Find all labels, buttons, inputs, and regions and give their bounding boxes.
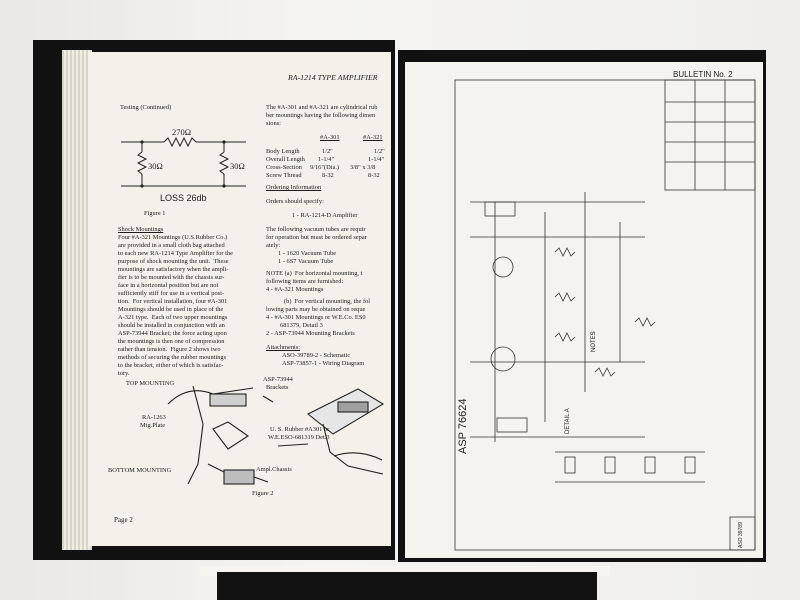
- shock-line: mountings are satisfactory when the ampl…: [118, 266, 229, 273]
- dim-value: 1-1/4": [368, 156, 385, 163]
- intro-line: The #A-301 and #A-321 are cylindrical ru…: [266, 104, 378, 111]
- attachment-item: ASP-73857-1 - Wiring Diagram: [282, 360, 365, 367]
- testing-heading: Testing (Continued): [120, 104, 172, 111]
- intro-line: sions:: [266, 120, 281, 127]
- figure2-bracket-label: ASP-73944: [263, 376, 293, 383]
- figure1-caption: Figure 1: [144, 210, 166, 217]
- ordering-line: 2 - ASP-73944 Mounting Brackets: [266, 330, 355, 337]
- figure2-plate-label: RA-1263: [142, 414, 166, 421]
- figure1-circuit: [121, 136, 246, 188]
- figure2-plate-label: Mtg.Plate: [140, 422, 166, 429]
- attachments-heading: Attachments:: [266, 344, 301, 351]
- schematic-drawing: [454, 79, 756, 551]
- dim-header-a321: #A-321: [363, 134, 383, 141]
- dim-label: Body Length: [266, 148, 300, 155]
- ordering-line: (b) For vertical mounting, the fol: [284, 298, 371, 305]
- figure2-rubber-label: U. S. Rubber #A301 or: [270, 426, 330, 433]
- ordering-line: 4 - #A-321 Mountings: [266, 286, 324, 293]
- ordering-line: The following vacuum tubes are requir: [266, 226, 366, 233]
- notes-label: NOTES: [591, 331, 597, 352]
- corner-drawing-number: ASO 39789: [738, 522, 744, 548]
- shock-line: are provided in a small cloth bag attach…: [118, 242, 225, 249]
- figure2-caption: Figure 2: [252, 490, 274, 497]
- bulletin-number: BULLETIN No. 2: [673, 70, 733, 79]
- attachment-item: ASO-39789-2 - Schematic: [282, 352, 351, 359]
- ordering-line: NOTE (a) For horizontal mounting, t: [266, 270, 363, 277]
- dim-value: 8-32: [322, 172, 334, 179]
- figure2-drawing: [167, 385, 385, 485]
- dim-value: 1/2": [322, 148, 333, 155]
- ordering-line: lowing parts may be obtained on reque: [266, 306, 366, 313]
- ordering-line: Orders should specify:: [266, 198, 324, 205]
- dim-value: 3/8" x 3/8: [350, 164, 376, 171]
- dim-value: 9/16"(Dia.): [310, 164, 340, 171]
- shock-heading: Shock Mountings: [118, 226, 164, 233]
- shock-line: rather than tension. Figure 2 shows two: [118, 346, 221, 353]
- drawing-number: ASP 76624: [457, 398, 469, 454]
- ordering-line: 1 - RA-1214-D Amplifier: [292, 212, 358, 219]
- left-page: RA-1214 TYPE AMPLIFIER Testing (Continue…: [88, 52, 391, 546]
- shock-line: the mountings is then one of compression: [118, 338, 225, 345]
- figure2-bracket-label: Brackets: [266, 384, 289, 391]
- ordering-line: ately:: [266, 242, 281, 249]
- dim-value: 1/2": [374, 148, 385, 155]
- detail-label: DETAIL A: [565, 408, 571, 434]
- shock-line: Four #A-321 Mountings (U.S.Rubber Co.): [118, 234, 228, 241]
- shock-line: to each new RA-1214 Type Amplifier for t…: [118, 250, 233, 257]
- figure1-right-resistor: 30Ω: [230, 161, 245, 171]
- figure2-bottom-mounting: BOTTOM MOUNTING: [108, 467, 172, 474]
- page-number: Page 2: [114, 516, 133, 524]
- bottom-document-edge: [217, 572, 597, 600]
- ordering-heading: Ordering Information: [266, 184, 322, 191]
- shock-line: face in a horizontal position but are no…: [118, 282, 219, 289]
- figure1-left-resistor: 30Ω: [148, 161, 163, 171]
- page-header: RA-1214 TYPE AMPLIFIER: [288, 73, 378, 82]
- shock-line: tion. For vertical installation, four #A…: [118, 298, 228, 305]
- ordering-line: 4 - #A-301 Mountings or W.E.Co. ES0: [266, 314, 366, 321]
- intro-line: ber mountings having the following dimen: [266, 112, 376, 119]
- ordering-line: following items are furnished:: [266, 278, 344, 285]
- ordering-line: 1 - 6S7 Vacuum Tube: [278, 258, 334, 265]
- figure2-rubber-label: W.E.ESO-681319 Det.3: [268, 434, 330, 441]
- page-edges: [62, 50, 92, 550]
- shock-line: should be installed in conjunction with …: [118, 322, 225, 329]
- figure2-top-mounting: TOP MOUNTING: [126, 380, 175, 387]
- schematic-page: BULLETIN No. 2: [405, 62, 763, 558]
- shock-line: fier is to be mounted with the chassis s…: [118, 274, 225, 281]
- shock-line: tory.: [118, 370, 130, 377]
- dim-label: Overall Length: [266, 156, 305, 163]
- shock-line: ASP-73944 Bracket; the force acting upon: [118, 330, 227, 337]
- ordering-line: 1 - 1620 Vacuum Tube: [278, 250, 337, 257]
- dim-label: Cross-Section: [266, 164, 302, 171]
- dim-label: Screw Thread: [266, 172, 302, 179]
- shock-line: methods of securing the rubber mountings: [118, 354, 227, 361]
- figure1-loss: LOSS 26db: [160, 193, 207, 203]
- dim-header-a301: #A-301: [320, 134, 340, 141]
- figure2-chassis-label: Ampl.Chassis: [256, 466, 292, 473]
- dim-value: 1-1/4": [318, 156, 335, 163]
- ordering-line: 681379, Detail 3: [280, 322, 323, 329]
- shock-line: A-321 type. Each of two upper mountings: [118, 314, 228, 321]
- figure1-top-resistor: 270Ω: [172, 127, 192, 137]
- shock-line: purpose of shock mounting the unit. Thes…: [118, 258, 229, 265]
- shock-line: to the bracket, either of which is satis…: [118, 362, 224, 369]
- dim-value: 8-32: [368, 172, 380, 179]
- ordering-line: for operation but must be ordered separ: [266, 234, 367, 241]
- shock-line: Mountings should be used in place of the: [118, 306, 224, 313]
- shock-line: sufficiently stiff for use in a vertical…: [118, 290, 225, 297]
- bottom-paper-edge: [200, 566, 610, 576]
